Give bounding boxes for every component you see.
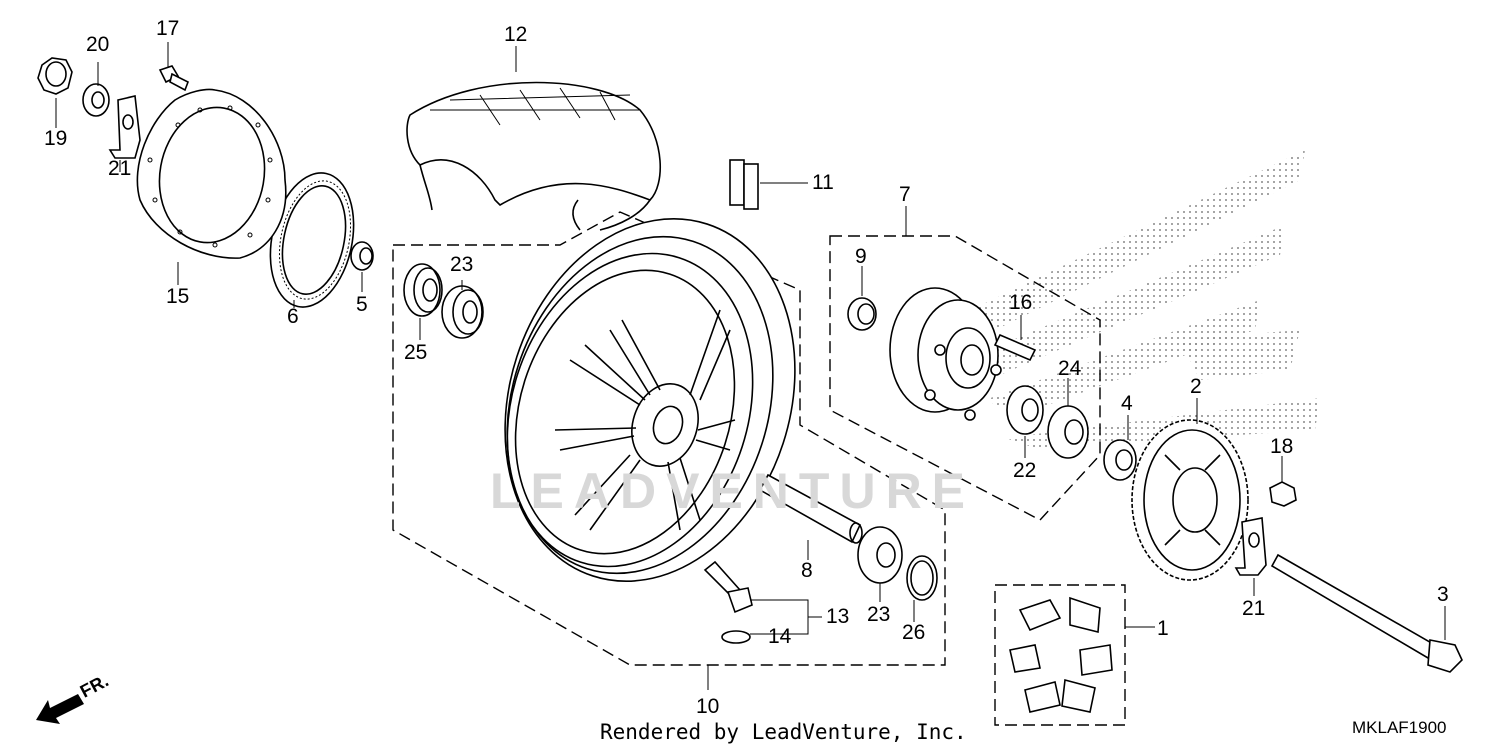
- callout-10: 10: [696, 695, 720, 718]
- tire: [406, 81, 662, 231]
- callout-9: 9: [855, 245, 867, 268]
- collar-5: [350, 241, 374, 271]
- washer-20: [82, 83, 110, 117]
- callout-4: 4: [1121, 392, 1133, 415]
- bearing-24: [1047, 405, 1089, 459]
- callout-18: 18: [1270, 435, 1294, 458]
- rear-axle: [1270, 553, 1463, 673]
- wing-logo: [950, 150, 1320, 448]
- callout-23-lower: 23: [867, 603, 891, 626]
- callout-20: 20: [86, 33, 110, 56]
- bracket-21-right: [1234, 517, 1267, 576]
- rear-hub: [889, 287, 1002, 421]
- nut-19: [37, 57, 73, 95]
- wheel-group-outline: [392, 211, 946, 666]
- nut-18: [1269, 481, 1297, 507]
- callout-5: 5: [356, 293, 368, 316]
- callout-12: 12: [504, 23, 528, 46]
- bearing-23-upper: [441, 285, 484, 339]
- damper-group-outline: [994, 584, 1126, 726]
- callout-23-upper: 23: [450, 253, 474, 276]
- callout-7: 7: [899, 183, 911, 206]
- brake-disc: [136, 88, 287, 259]
- pulser-ring: [269, 172, 355, 308]
- watermark: LEADVENTURE: [490, 463, 976, 519]
- callout-2: 2: [1190, 375, 1202, 398]
- callout-1: 1: [1157, 617, 1169, 640]
- axle-pipe: [758, 473, 863, 544]
- bearing-23-lower: [857, 526, 903, 584]
- callout-15: 15: [166, 285, 190, 308]
- front-direction-arrow-icon: [36, 694, 84, 724]
- callout-21-right: 21: [1242, 597, 1266, 620]
- bolt-17: [158, 65, 190, 92]
- callout-16: 16: [1009, 291, 1033, 314]
- callout-13: 13: [826, 605, 850, 628]
- callout-6: 6: [287, 305, 299, 328]
- callout-19: 19: [44, 127, 68, 150]
- callout-17: 17: [156, 17, 180, 40]
- callout-11: 11: [812, 171, 834, 194]
- callout-26: 26: [902, 621, 926, 644]
- bracket-21-left: [108, 95, 141, 159]
- callout-22: 22: [1013, 459, 1037, 482]
- callout-3: 3: [1437, 583, 1449, 606]
- callout-8: 8: [801, 559, 813, 582]
- callout-25: 25: [404, 341, 428, 364]
- bearing-25: [403, 263, 443, 317]
- damper-rubber: [1009, 596, 1113, 713]
- collar-9: [847, 297, 877, 331]
- valve: [703, 560, 753, 614]
- diagram-code: MKLAF1900: [1352, 718, 1447, 737]
- wheel-rim: [504, 218, 796, 582]
- sprocket: [1131, 419, 1249, 581]
- plug-11: [729, 159, 759, 210]
- o-ring-14: [721, 630, 751, 644]
- circlip-26: [906, 555, 938, 601]
- render-credit: Rendered by LeadVenture, Inc.: [600, 720, 967, 744]
- leader-lines: [55, 42, 1446, 690]
- callout-24: 24: [1058, 357, 1082, 380]
- bearing-22: [1006, 385, 1044, 435]
- collar-4: [1103, 439, 1137, 481]
- callout-21-left: 21: [108, 157, 132, 180]
- stud-16: [993, 333, 1037, 362]
- callout-14: 14: [768, 625, 792, 648]
